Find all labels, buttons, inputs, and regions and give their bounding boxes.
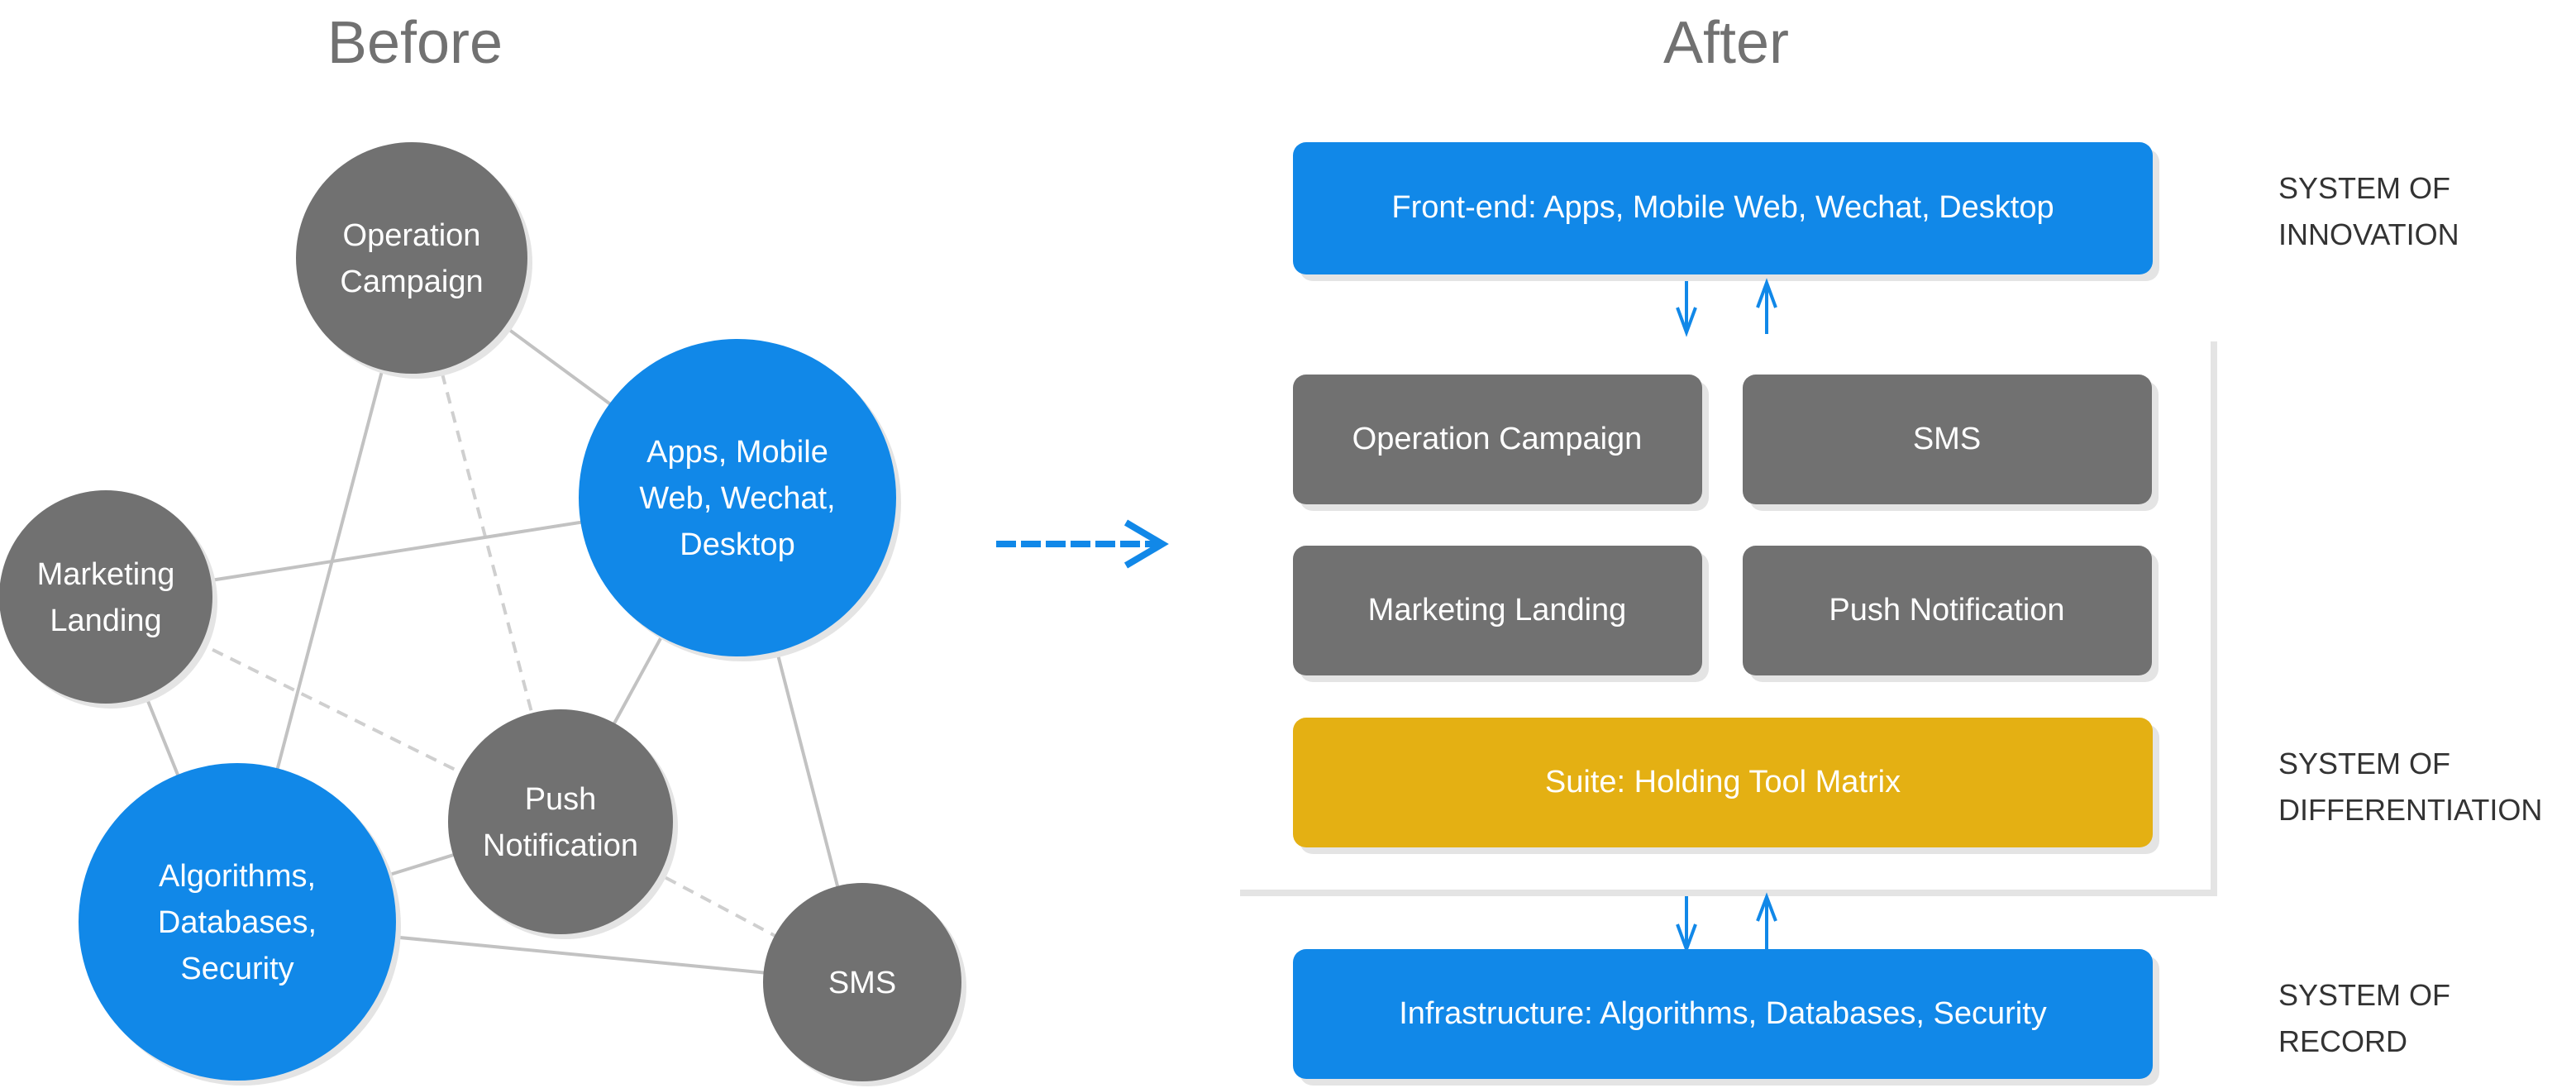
layer-label-line1: SYSTEM OF	[2278, 747, 2450, 780]
front-end-box: Front-end: Apps, Mobile Web, Wechat, Des…	[1293, 142, 2159, 281]
infrastructure-box: Infrastructure: Algorithms, Databases, S…	[1293, 949, 2159, 1086]
node-algorithms: Algorithms, Databases, Security	[79, 763, 401, 1086]
node-circle	[296, 142, 527, 374]
before-title: Before	[327, 10, 503, 76]
node-sms: SMS	[763, 883, 966, 1086]
layer-label-innovation: SYSTEM OF INNOVATION	[2278, 171, 2459, 251]
node-circle	[448, 709, 673, 934]
node-label-line: Web, Wechat,	[639, 481, 835, 516]
up-arrow-icon	[1756, 892, 1777, 949]
node-label-line: Algorithms,	[159, 859, 316, 894]
node-label-line: Operation	[343, 218, 481, 253]
node-label-line: Marketing	[37, 557, 175, 592]
suite-box: Suite: Holding Tool Matrix	[1293, 718, 2159, 854]
differentiation-bracket	[1240, 341, 2217, 896]
node-circle	[0, 490, 212, 704]
node-label-line: Campaign	[340, 265, 483, 299]
layer-label-record: SYSTEM OF RECORD	[2278, 978, 2450, 1058]
node-label-line: Security	[180, 952, 293, 986]
tool-label: Operation Campaign	[1352, 422, 1643, 456]
node-circle	[579, 339, 896, 656]
node-label-line: Apps, Mobile	[646, 435, 828, 470]
tool-label: SMS	[1913, 422, 1981, 456]
node-label-line: Desktop	[680, 527, 794, 562]
tool-box-sms: SMS	[1743, 375, 2159, 511]
node-label-line: Landing	[50, 604, 161, 638]
layer-label-line2: RECORD	[2278, 1024, 2407, 1058]
up-arrow-icon	[1756, 278, 1777, 334]
tool-label: Marketing Landing	[1368, 593, 1627, 628]
down-arrow-icon	[1676, 896, 1697, 954]
node-label-line: Notification	[483, 828, 638, 863]
infrastructure-label: Infrastructure: Algorithms, Databases, S…	[1399, 996, 2047, 1031]
layer-label-line2: DIFFERENTIATION	[2278, 793, 2542, 827]
down-arrow-icon	[1676, 281, 1697, 337]
layer-label-line2: INNOVATION	[2278, 217, 2459, 251]
layer-label-differentiation: SYSTEM OF DIFFERENTIATION	[2278, 747, 2542, 827]
tool-box-operation-campaign: Operation Campaign	[1293, 375, 1709, 511]
layer-label-line1: SYSTEM OF	[2278, 171, 2450, 205]
front-end-label: Front-end: Apps, Mobile Web, Wechat, Des…	[1391, 190, 2054, 225]
tool-box-push-notification: Push Notification	[1743, 546, 2159, 682]
node-circle	[763, 883, 961, 1081]
node-label-line: SMS	[828, 966, 896, 1000]
node-label-line: Databases,	[158, 905, 317, 940]
dashed-right-arrow-icon	[996, 519, 1169, 569]
node-circle	[79, 763, 396, 1081]
tool-label: Push Notification	[1829, 593, 2064, 628]
suite-label: Suite: Holding Tool Matrix	[1545, 765, 1901, 799]
layer-label-line1: SYSTEM OF	[2278, 978, 2450, 1012]
tool-box-marketing-landing: Marketing Landing	[1293, 546, 1709, 682]
after-title: After	[1663, 10, 1789, 76]
node-label-line: Push	[525, 782, 597, 817]
